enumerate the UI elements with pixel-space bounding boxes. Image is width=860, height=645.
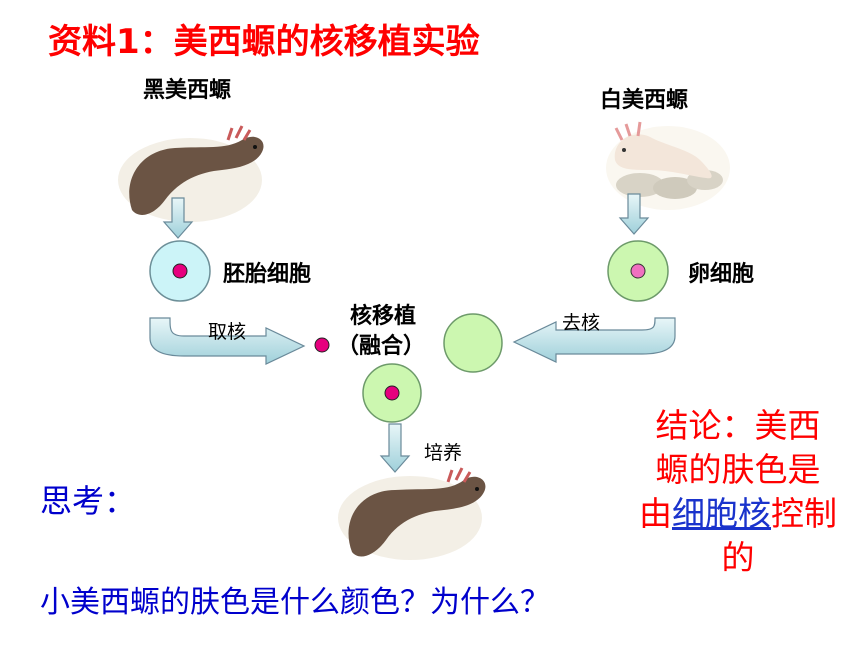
enucleated-egg	[443, 313, 503, 373]
conclusion-line-2: 螈的肤色是	[655, 450, 821, 489]
question-text: 小美西螈的肤色是什么颜色？为什么？	[40, 585, 550, 620]
fused-nucleus	[384, 385, 400, 401]
white-axolotl-image	[606, 121, 730, 210]
remove-nucleus-label: 去核	[562, 312, 601, 334]
embryo-cell	[149, 240, 211, 302]
fused-cell	[362, 363, 422, 423]
conclusion-line-4: 的	[721, 538, 755, 577]
fusion-label: （融合）	[337, 334, 426, 359]
conclusion-box: 结论：美西 螈的肤色是 由细胞核控制 的	[638, 404, 838, 580]
black-axolotl-label: 黑美西螈	[143, 78, 232, 103]
culture-arrow	[379, 423, 411, 473]
take-nucleus-arrow	[149, 317, 306, 365]
culture-label: 培养	[424, 442, 463, 464]
remove-nucleus-arrow	[512, 317, 676, 363]
black-axolotl-image	[118, 125, 264, 222]
conclusion-prefix: 由	[639, 494, 672, 533]
take-nucleus-label: 取核	[208, 321, 247, 343]
egg-cell	[607, 240, 669, 302]
think-heading: 思考：	[40, 482, 137, 520]
conclusion-suffix: 控制	[771, 494, 837, 533]
page-title: 资料1：美西螈的核移植实验	[48, 22, 480, 62]
conclusion-line-1: 结论：美西	[655, 406, 821, 445]
white-axolotl-label: 白美西螈	[600, 88, 689, 113]
egg-nucleus	[630, 263, 646, 279]
nuclear-transfer-label: 核移植	[350, 304, 417, 329]
down-arrow-left	[162, 197, 194, 239]
conclusion-answer: 细胞核	[672, 494, 771, 533]
embryo-cell-label: 胚胎细胞	[223, 262, 312, 287]
conclusion-line-3: 由细胞核控制	[638, 492, 838, 536]
egg-cell-label: 卵细胞	[688, 262, 755, 287]
offspring-axolotl-image	[338, 467, 486, 560]
embryo-nucleus	[172, 263, 188, 279]
extracted-nucleus	[314, 337, 330, 353]
down-arrow-right	[618, 193, 650, 235]
